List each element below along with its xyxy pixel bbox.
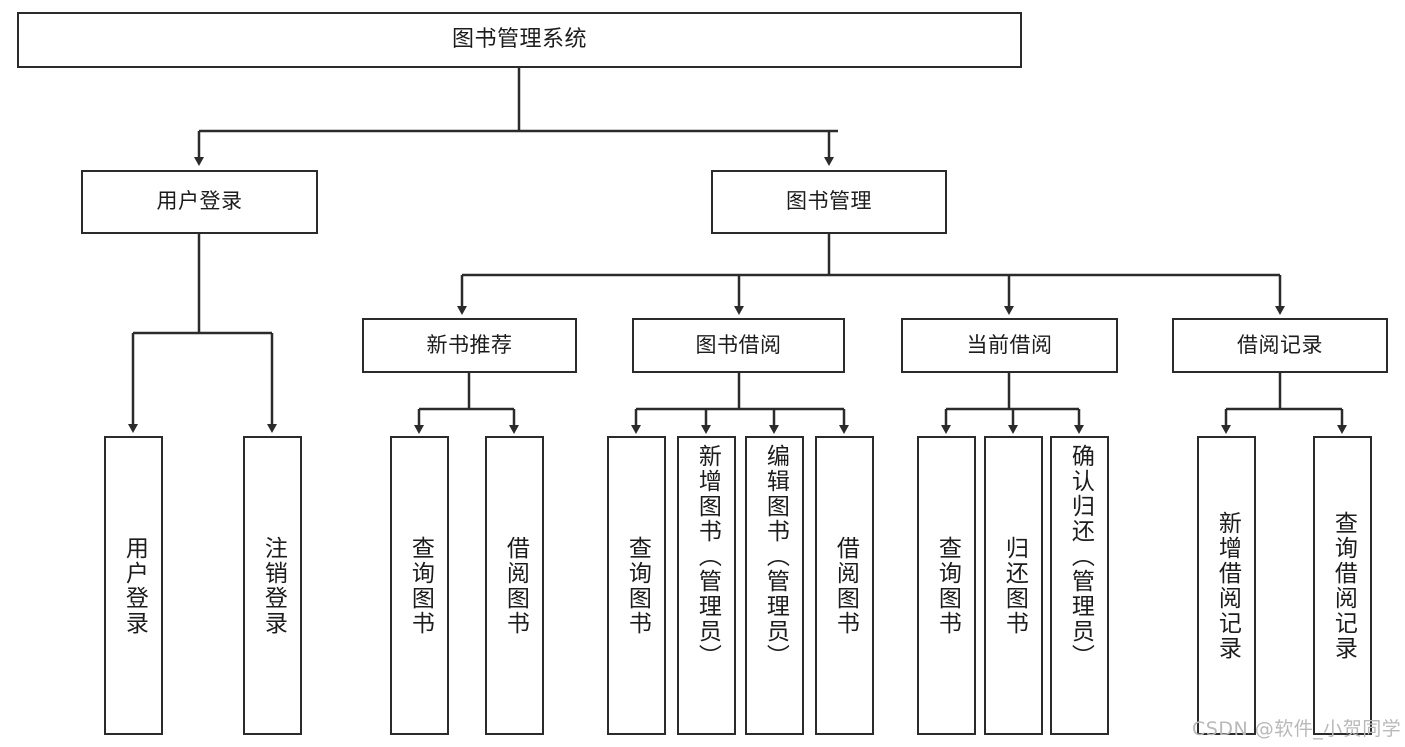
- leaf-query-book-1[interactable]: 查询图书: [390, 436, 449, 735]
- leaf-query-book-3-label: 查询图书: [934, 535, 961, 636]
- node-root[interactable]: 图书管理系统: [17, 12, 1022, 68]
- leaf-query-book-2[interactable]: 查询图书: [607, 436, 666, 735]
- leaf-confirm-return-label: 确认归还（管理员）: [1067, 444, 1094, 669]
- node-book-borrow[interactable]: 图书借阅: [632, 318, 845, 373]
- node-borrow-record[interactable]: 借阅记录: [1172, 318, 1388, 373]
- leaf-user-logout[interactable]: 注销登录: [243, 436, 302, 735]
- node-book-borrow-label: 图书借阅: [695, 332, 782, 357]
- leaf-query-record[interactable]: 查询借阅记录: [1313, 436, 1372, 735]
- leaf-query-book-2-label: 查询图书: [624, 535, 651, 636]
- node-root-label: 图书管理系统: [451, 26, 587, 52]
- leaf-user-login-label: 用户登录: [121, 535, 148, 636]
- leaf-confirm-return[interactable]: 确认归还（管理员）: [1050, 436, 1109, 735]
- node-book-manage-label: 图书管理: [786, 189, 872, 214]
- leaf-edit-book-label: 编辑图书（管理员）: [762, 444, 789, 669]
- node-current-borrow-label: 当前借阅: [966, 332, 1053, 357]
- leaf-query-book-3[interactable]: 查询图书: [917, 436, 976, 735]
- node-current-borrow[interactable]: 当前借阅: [901, 318, 1118, 373]
- leaf-add-book-label: 新增图书（管理员）: [694, 444, 721, 669]
- leaf-add-book[interactable]: 新增图书（管理员）: [677, 436, 736, 735]
- node-book-manage[interactable]: 图书管理: [711, 170, 947, 234]
- leaf-edit-book[interactable]: 编辑图书（管理员）: [745, 436, 804, 735]
- leaf-add-record[interactable]: 新增借阅记录: [1197, 436, 1256, 735]
- leaf-user-login[interactable]: 用户登录: [104, 436, 163, 735]
- leaf-user-logout-label: 注销登录: [260, 535, 287, 636]
- leaf-return-book-label: 归还图书: [1001, 535, 1028, 636]
- leaf-query-record-label: 查询借阅记录: [1330, 510, 1357, 661]
- node-new-book-recommend-label: 新书推荐: [426, 332, 513, 357]
- leaf-query-book-1-label: 查询图书: [407, 535, 434, 636]
- node-new-book-recommend[interactable]: 新书推荐: [362, 318, 577, 373]
- csdn-watermark: CSDN @软件_小贺同学: [1192, 718, 1402, 740]
- node-user-login[interactable]: 用户登录: [81, 170, 318, 234]
- leaf-borrow-book-1[interactable]: 借阅图书: [485, 436, 544, 735]
- node-borrow-record-label: 借阅记录: [1237, 332, 1323, 357]
- leaf-borrow-book-2[interactable]: 借阅图书: [815, 436, 874, 735]
- leaf-add-record-label: 新增借阅记录: [1214, 510, 1241, 661]
- node-user-login-label: 用户登录: [156, 189, 243, 214]
- leaf-borrow-book-1-label: 借阅图书: [502, 535, 529, 636]
- leaf-return-book[interactable]: 归还图书: [984, 436, 1043, 735]
- leaf-borrow-book-2-label: 借阅图书: [832, 535, 859, 636]
